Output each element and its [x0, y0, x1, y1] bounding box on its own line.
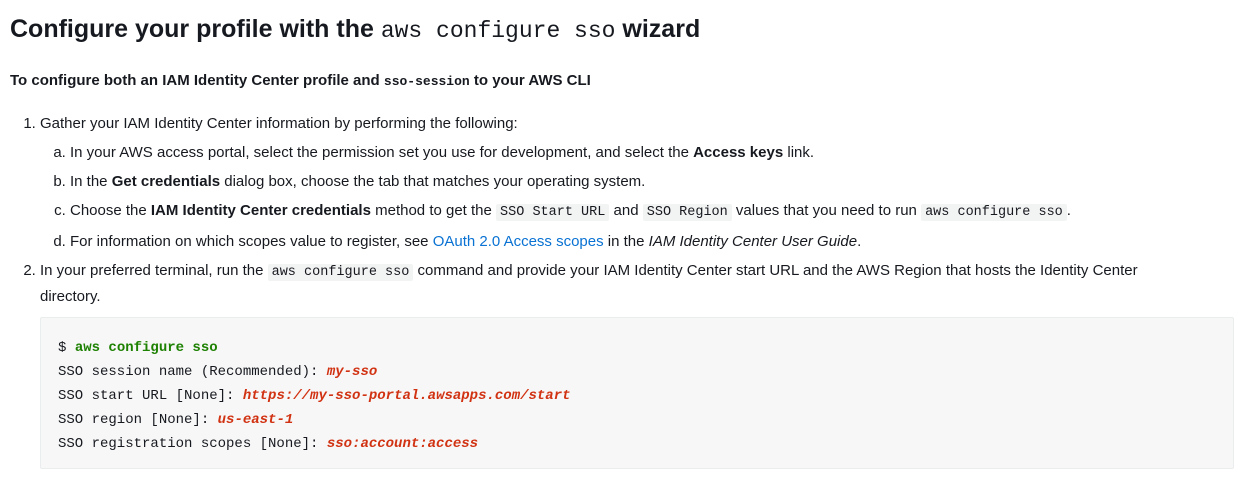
substep-d-after: . [857, 233, 862, 250]
shell-prompt: $ [58, 340, 75, 356]
substep-c-bold: IAM Identity Center credentials [150, 202, 371, 219]
step-1-text: Gather your IAM Identity Center informat… [40, 115, 518, 132]
doc-page: Configure your profile with the aws conf… [0, 0, 1255, 309]
substep-b: In the Get credentials dialog box, choos… [70, 170, 1245, 194]
code-answer: my-sso [326, 364, 378, 380]
substep-b-bold: Get credentials [111, 173, 221, 190]
steps-list: Gather your IAM Identity Center informat… [10, 112, 1245, 309]
title-text: Configure your profile with the [10, 15, 381, 43]
procedure-heading: To configure both an IAM Identity Center… [10, 71, 1245, 92]
subhead-code: sso-session [383, 74, 470, 89]
inline-code-sso-region: SSO Region [642, 204, 732, 221]
code-line: SSO registration scopes [None]: sso:acco… [58, 432, 1216, 456]
substep-b-text: In the [70, 173, 112, 190]
substeps-list: In your AWS access portal, select the pe… [40, 141, 1245, 254]
title-suffix: wizard [615, 15, 701, 43]
code-prompt-label: SSO region [None]: [58, 412, 218, 428]
subhead-suffix: to your AWS CLI [469, 72, 591, 89]
oauth-scopes-link[interactable]: OAuth 2.0 Access scopes [432, 233, 604, 250]
substep-a: In your AWS access portal, select the pe… [70, 141, 1245, 165]
title-code: aws configure sso [380, 18, 616, 44]
shell-command: aws configure sso [74, 340, 218, 356]
code-block[interactable]: $ aws configure sso SSO session name (Re… [40, 317, 1234, 469]
inline-code-command: aws configure sso [267, 264, 414, 281]
step-2-after: command and provide your IAM Identity Ce… [40, 262, 1138, 305]
substep-c-mid3: values that you need to run [731, 202, 922, 219]
code-line: SSO region [None]: us-east-1 [58, 408, 1216, 432]
substep-c-mid1: method to get the [370, 202, 497, 219]
substep-c-text: Choose the [70, 202, 151, 219]
substep-c: Choose the IAM Identity Center credentia… [70, 199, 1245, 225]
substep-d-mid: in the [603, 233, 649, 250]
substep-c-mid2: and [609, 202, 643, 219]
user-guide-title: IAM Identity Center User Guide [648, 233, 858, 250]
code-prompt-label: SSO session name (Recommended): [58, 364, 327, 380]
inline-code-sso-start-url: SSO Start URL [496, 204, 610, 221]
step-1: Gather your IAM Identity Center informat… [40, 112, 1245, 254]
code-answer: https://my-sso-portal.awsapps.com/start [242, 388, 571, 404]
code-answer: sso:account:access [326, 436, 479, 452]
substep-a-bold: Access keys [693, 144, 784, 161]
code-answer: us-east-1 [217, 412, 294, 428]
substep-b-after: dialog box, choose the tab that matches … [220, 173, 646, 190]
substep-a-text: In your AWS access portal, select the pe… [70, 144, 694, 161]
subhead-text: To configure both an IAM Identity Center… [10, 72, 384, 89]
step-2: In your preferred terminal, run the aws … [40, 259, 1200, 309]
substep-d-text: For information on which scopes value to… [70, 233, 433, 250]
code-prompt-label: SSO registration scopes [None]: [58, 436, 327, 452]
substep-d: For information on which scopes value to… [70, 230, 1245, 254]
code-line-command: $ aws configure sso [58, 336, 1216, 360]
code-line: SSO session name (Recommended): my-sso [58, 360, 1216, 384]
inline-code-aws-configure-sso: aws configure sso [921, 204, 1067, 221]
code-line: SSO start URL [None]: https://my-sso-por… [58, 384, 1216, 408]
substep-a-after: link. [783, 144, 815, 161]
code-prompt-label: SSO start URL [None]: [58, 388, 243, 404]
substep-c-after: . [1066, 202, 1071, 219]
page-title: Configure your profile with the aws conf… [10, 12, 1245, 48]
step-2-text: In your preferred terminal, run the [40, 262, 268, 279]
